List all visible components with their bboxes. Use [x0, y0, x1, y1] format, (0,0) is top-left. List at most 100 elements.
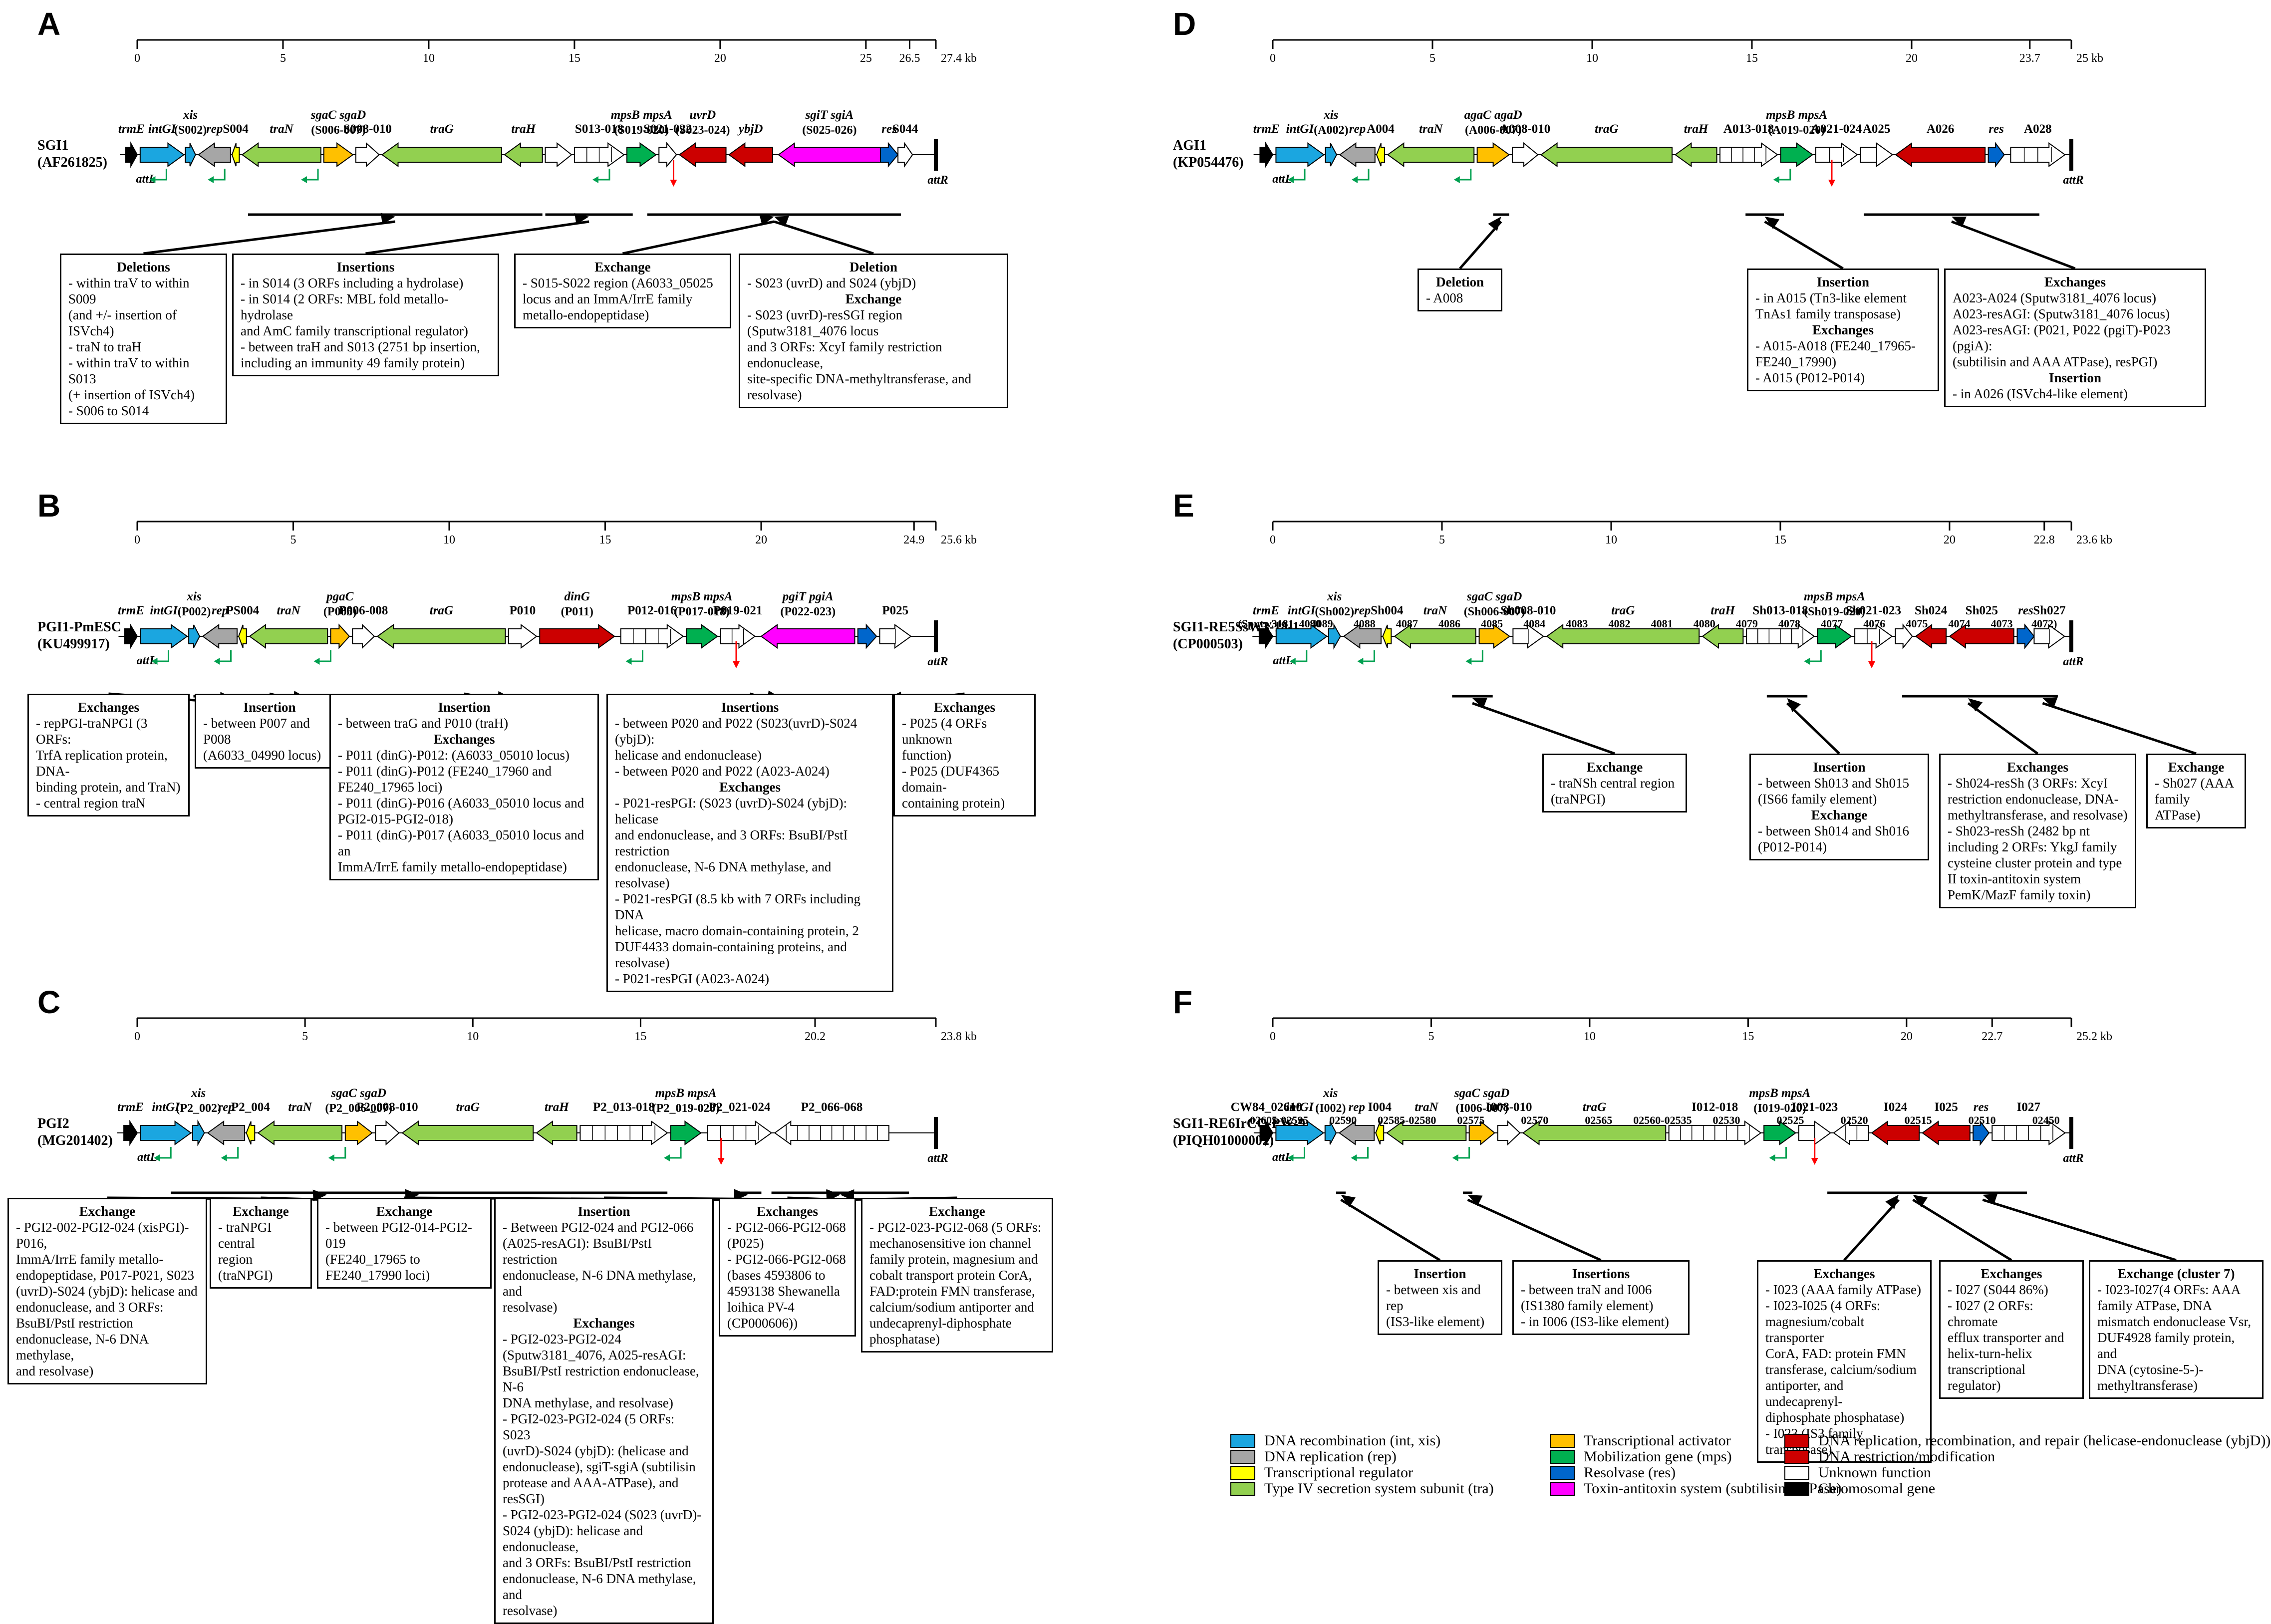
- gene-arrow-treg: [231, 143, 240, 167]
- scale-tick-label: 0: [134, 1030, 140, 1043]
- annotation-title: Insertion: [1414, 1266, 1466, 1281]
- annotation-line: (and +/- insertion of ISVch4): [68, 307, 177, 338]
- gene-arrow-rr: [728, 142, 773, 167]
- gene-arrow-tra: [1546, 624, 1700, 649]
- connector-arrow: [365, 220, 589, 255]
- att-right-label: attR: [2063, 174, 2083, 187]
- gene-arrow-mob: [626, 142, 657, 167]
- annotation-line: (P025): [727, 1236, 764, 1251]
- annotation-line: - I027 (2 ORFs: chromate: [1948, 1298, 2033, 1329]
- gene-label: P006-008: [339, 604, 388, 617]
- att-right-mark: [934, 1117, 938, 1149]
- gene-arrow-unk: [579, 1120, 668, 1145]
- gene-label: S044: [892, 122, 918, 136]
- scale-tick-label: 5: [290, 534, 296, 546]
- connector-arrow: [1843, 1199, 1900, 1261]
- gene-arrow-tact: [1476, 142, 1510, 167]
- scale-end-label: 25 kb: [2076, 52, 2103, 65]
- legend-label: DNA restriction/modification: [1818, 1448, 1995, 1465]
- promoter-arrow: [1295, 650, 1308, 662]
- red-arrow-head: [1811, 1158, 1818, 1165]
- gene-arrow-ta: [760, 624, 855, 649]
- gene-arrow-unk: [1854, 624, 1893, 649]
- annotation-title: Exchanges: [756, 1204, 819, 1219]
- annotation-line: - P011 (dinG)-P016 (A6033_05010 locus an…: [338, 796, 584, 811]
- att-left-label: attL: [137, 1151, 157, 1164]
- gene-arrow-dr: [192, 1119, 205, 1146]
- annotation-title: Deletions: [117, 260, 170, 274]
- annotation-line: A023-A024 (Sputw3181_4076 locus): [1953, 290, 2156, 305]
- gene-label: rep: [218, 1100, 234, 1114]
- gene-label: S004: [223, 122, 249, 136]
- gene-arrow-dr: [140, 1120, 192, 1145]
- gene-label: xis: [191, 1086, 206, 1100]
- gene-sublabel: (A002): [1314, 124, 1348, 137]
- gene-arrow-rep: [1338, 1120, 1375, 1145]
- annotation-line: - PGI2-002-PGI2-024 (xisPGI)-P016,: [16, 1220, 189, 1251]
- gene-label: PS004: [226, 604, 260, 617]
- annotation-line: - between Sh013 and Sh015: [1758, 776, 1909, 791]
- annotation-line: PGI2-015-PGI2-018): [338, 812, 453, 826]
- annotation-box: Exchange- traNSh central region(traNPGI): [1542, 754, 1687, 812]
- legend-swatch: [1550, 1482, 1575, 1496]
- legend-swatch: [1784, 1466, 1809, 1480]
- gene-arrow-chr: [1259, 1119, 1274, 1146]
- legend-swatch: [1784, 1482, 1809, 1496]
- annotation-line: (A025-resAGI): BsuBI/PstI restriction: [503, 1236, 652, 1267]
- gene-arrow-tra: [257, 1120, 343, 1145]
- accession: (AF261825): [37, 155, 107, 170]
- red-arrow-head: [670, 180, 677, 187]
- annotation-line: - within traV to within S013: [68, 355, 190, 386]
- gene-sublabel: (P2_002): [176, 1102, 221, 1115]
- annotation-line: endonuclease, N-6 DNA methylase, and: [503, 1268, 696, 1299]
- att-right-mark: [2069, 620, 2073, 652]
- annotation-title: Insertion: [243, 700, 296, 715]
- connector-arrow-head: [2042, 697, 2058, 709]
- locus-label: 02590: [1329, 1114, 1357, 1126]
- att-right-label: attR: [927, 1152, 948, 1165]
- gene-label: trmE: [118, 604, 144, 617]
- gene-arrow-dr: [140, 624, 188, 649]
- locus-label: (Sputw3181_4090: [1238, 617, 1321, 630]
- annotation-line: Exchange: [845, 291, 902, 306]
- promoter-arrow: [319, 650, 331, 662]
- gene-label: I004: [1368, 1100, 1392, 1114]
- annotation-line: - between traG and P010 (traH): [338, 716, 509, 731]
- annotation-line: resolvase): [503, 1603, 558, 1618]
- gene-label: P019-021: [713, 604, 763, 617]
- annotation-line: - in I006 (IS3-like element): [1521, 1314, 1669, 1329]
- gene-sublabel: (P005): [323, 605, 357, 618]
- annotation-box: Deletions- within traV to within S009(an…: [60, 254, 227, 424]
- promoter-arrow-head: [592, 176, 598, 183]
- gene-label: I021-023: [1791, 1100, 1838, 1114]
- promoter-arrow-head: [1453, 176, 1460, 183]
- gene-label: sgaC sgaD: [330, 1086, 386, 1100]
- scale-tick-label: 0: [1270, 52, 1276, 65]
- gene-label: rep: [212, 604, 228, 617]
- gene-arrow-treg: [1375, 1121, 1385, 1145]
- gene-label: traH: [1684, 122, 1709, 136]
- locus-label: 4086: [1438, 617, 1460, 630]
- scale-tick-label: 0: [1270, 534, 1276, 546]
- gene-label: traN: [277, 604, 301, 617]
- gene-sublabel: (I006-007): [1455, 1102, 1508, 1115]
- legend-item: DNA replication (rep): [1230, 1448, 1397, 1465]
- gene-arrow-tact: [330, 623, 350, 649]
- annotation-title: Exchanges: [77, 700, 140, 715]
- gene-label: trmE: [1253, 604, 1279, 617]
- legend-label: DNA replication (rep): [1264, 1448, 1397, 1465]
- att-right-mark: [934, 139, 938, 171]
- gene-label: intGI: [1286, 1100, 1314, 1114]
- gene-label: dinG: [565, 590, 590, 603]
- scale-tick-label: 10: [1586, 52, 1598, 65]
- annotation-line: family ATPase): [2155, 792, 2201, 822]
- gene-label: S013-018: [575, 122, 623, 136]
- annotation-line: (IS3-like element): [1386, 1314, 1485, 1329]
- connector-arrow: [1764, 220, 1844, 270]
- gene-arrow-mob: [670, 1120, 702, 1145]
- legend-label: DNA recombination (int, xis): [1264, 1432, 1441, 1449]
- gene-arrow-rr: [1915, 624, 1947, 649]
- annotation-line: - between Sh014 and Sh016: [1758, 823, 1909, 838]
- locus-label: 02520: [1841, 1114, 1868, 1126]
